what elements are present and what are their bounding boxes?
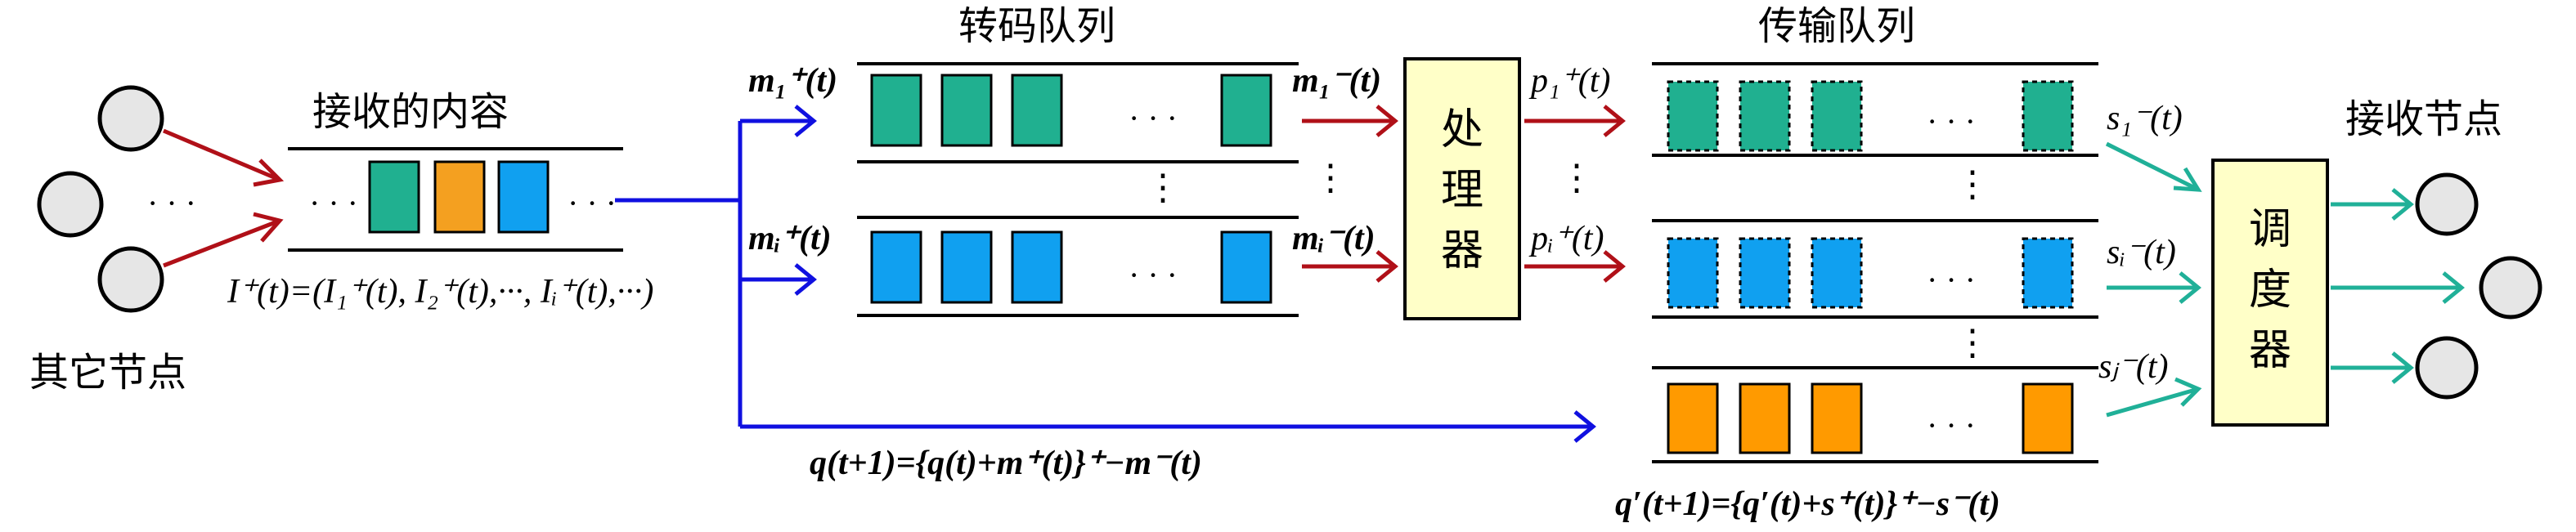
transcode-side-vellipsis: ⋮ [1313,158,1349,198]
dist-arrow-mi-head [794,263,817,296]
tqi-ellipsis: · · · [1129,257,1178,293]
transmit-vellipsis-2: ⋮ [1954,323,1990,363]
mi-plus-label: mᵢ⁺(t) [748,220,832,257]
other-node-top [97,85,164,152]
xqi-ellipsis: · · · [1927,262,1976,298]
scheduler-output-arrows [2331,188,2465,384]
pi-plus-label: pᵢ⁺(t) [1528,220,1604,257]
processor-char-3: 器 [1441,226,1483,275]
tq1-packet-2 [940,74,993,147]
other-nodes-label: 其它节点 [29,350,186,396]
tq1-ellipsis: · · · [1129,100,1178,136]
xqj-packet-last [2022,382,2074,454]
receive-node-top [2415,172,2479,236]
transmit-queue-i: · · · [1652,219,2098,319]
xqi-packet-2 [1739,237,1791,309]
transmit-queue-1: · · · [1652,62,2098,157]
receive-nodes-label: 接收节点 [2345,96,2502,142]
processor-side-vellipsis: ⋮ [1559,158,1595,198]
transmit-vellipsis-1: ⋮ [1954,164,1990,204]
other-node-middle [37,171,104,238]
xqj-packet-1 [1667,382,1719,454]
transmit-queues: 传输队列 · · · ⋮ · · · ⋮ · · [1652,3,2098,463]
processor-input-arrows [1302,105,1398,283]
xq1-packet-last [2022,80,2074,152]
incoming-arrow-bottom [163,218,280,268]
received-packet-orange [433,160,486,234]
processor-char-2: 理 [1441,166,1483,215]
xqi-packet-1 [1667,237,1719,309]
q-update-formula: q(t+1)={q(t)+m⁺(t)}⁺−m⁻(t) [810,445,1202,482]
receive-node-bottom [2415,336,2479,400]
tq1-packet-1 [870,74,922,147]
m1-plus-label: m₁⁺(t) [748,62,837,100]
incoming-arrow-top [163,128,280,182]
scheduler-char-2: 度 [2249,266,2291,315]
received-ellipsis-right: · · · [568,185,617,221]
tq1-packet-last [1220,74,1272,147]
transmit-queue-j: · · · [1652,366,2098,463]
input-vector-formula: I⁺(t)=(I₁⁺(t), I₂⁺(t),···, Iᵢ⁺(t),···) [227,273,653,311]
incoming-arrows [163,128,285,268]
tq1-packet-3 [1011,74,1063,147]
other-nodes: · · · 其它节点 [29,85,196,396]
si-minus-label: sᵢ⁻(t) [2107,234,2176,271]
scheduler-char-1: 调 [2249,205,2291,254]
scheduler-char-3: 器 [2249,326,2291,375]
received-ellipsis-left: · · · [309,185,358,221]
transcode-queue-1: · · · [857,62,1299,163]
xqi-packet-last [2022,237,2074,309]
xqj-packet-3 [1811,382,1863,454]
other-nodes-ellipsis: · · · [147,185,196,221]
transcode-queue-vellipsis: ⋮ [1145,168,1181,208]
xqj-packet-2 [1739,382,1791,454]
receive-node-middle [2479,256,2542,320]
tqi-packet-2 [940,230,993,304]
transmit-queue-title: 传输队列 [1758,3,1915,49]
transcode-queues: 转码队列 · · · ⋮ · · · [857,3,1299,317]
mi-minus-label: mᵢ⁻(t) [1292,220,1376,257]
processor-char-1: 处 [1441,105,1483,154]
xq1-packet-3 [1811,80,1863,152]
scheduler-input-arrows [2105,141,2202,418]
tqi-packet-last [1220,230,1272,304]
dist-arrow-m1-head [794,105,817,137]
m1-minus-label: m₁⁻(t) [1292,62,1381,100]
incoming-arrow-bottom-head [253,212,284,243]
dist-arrow-bypass-head [1573,410,1596,443]
s1-minus-label: s₁⁻(t) [2107,100,2183,137]
sj-minus-label: sⱼ⁻(t) [2098,348,2169,386]
xq1-ellipsis: · · · [1927,103,1976,140]
received-content: 接收的内容 · · · · · · I⁺(t)=(I₁⁺(t), I₂⁺(t),… [227,89,653,311]
processor-box: 处 理 器 [1403,57,1521,320]
scheduler-box: 调 度 器 [2211,159,2329,427]
q-prime-update-formula: q′(t+1)={q′(t)+s⁺(t)}⁺−s⁻(t) [1615,485,2000,523]
distribution-arrows [615,105,1596,443]
tqi-packet-1 [870,230,922,304]
xq1-packet-2 [1739,80,1791,152]
incoming-arrow-top-head [253,159,285,187]
tqi-packet-3 [1011,230,1063,304]
p1-plus-label: p₁⁺(t) [1528,62,1610,100]
receive-nodes: 接收节点 [2345,96,2542,400]
received-content-label: 接收的内容 [312,89,509,135]
xqj-ellipsis: · · · [1927,407,1976,444]
received-packet-blue [497,160,550,234]
xqi-packet-3 [1811,237,1863,309]
processor-output-arrows [1524,105,1626,283]
other-node-bottom [97,246,164,313]
received-packet-green [368,160,420,234]
xq1-packet-1 [1667,80,1719,152]
transcode-queue-i: · · · [857,216,1299,317]
transcode-queue-title: 转码队列 [958,3,1115,49]
